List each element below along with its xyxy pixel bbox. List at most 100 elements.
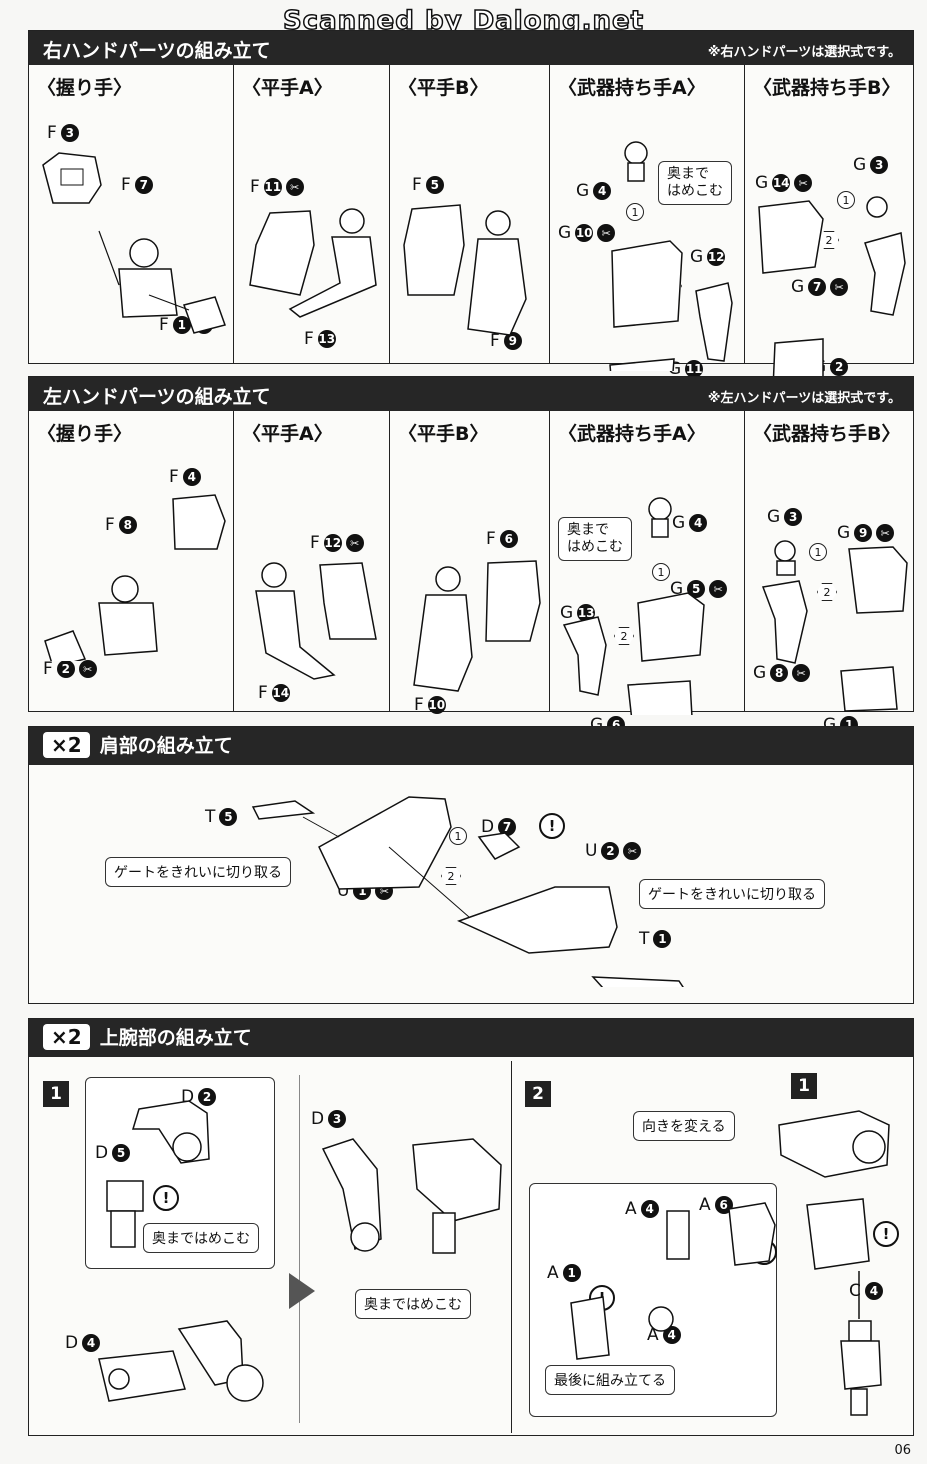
section-title-wrap: ×2 上腕部の組み立て: [43, 1023, 252, 1050]
step-number: 1: [43, 1081, 69, 1107]
panel-title: 〈平手A〉: [242, 77, 333, 99]
quantity-badge: ×2: [43, 1024, 90, 1050]
order-marker: 1: [449, 827, 467, 845]
section-note: ※右ハンドパーツは選択式です。: [707, 45, 901, 60]
callout-assemble-last: 最後に組み立てる: [545, 1365, 675, 1395]
panel-title: 〈握り手〉: [37, 77, 133, 99]
order-marker: 1: [652, 563, 670, 581]
arrow-right-icon: [289, 1273, 315, 1309]
callout-cut-gate-left: ゲートをきれいに切り取る: [105, 857, 291, 887]
nipper-icon: ✂: [709, 580, 728, 598]
hand-part-drawing: [42, 152, 226, 334]
hand-part-drawing: [403, 204, 527, 336]
callout-press-fully: 奥まではめこむ: [355, 1289, 471, 1319]
section-title: 肩部の組み立て: [99, 735, 233, 757]
callout-cut-gate-right: ゲートをきれいに切り取る: [639, 879, 825, 909]
nipper-icon: ✂: [794, 174, 813, 192]
callout-press-fully: 奥まで はめこむ: [558, 517, 632, 561]
hand-part-drawing: [249, 208, 377, 318]
hand-part-drawing: [761, 540, 908, 712]
exclamation-icon: !: [873, 1221, 899, 1247]
callout-press-fully: 奥まではめこむ: [143, 1223, 259, 1253]
step-divider: [299, 1075, 300, 1423]
section-header: 左ハンドパーツの組み立て ※左ハンドパーツは選択式です。: [29, 377, 913, 411]
quantity-badge: ×2: [43, 732, 90, 758]
panel-title: 〈武器持ち手A〉: [558, 77, 706, 99]
hand-part-drawing: [255, 562, 377, 680]
section-title: 左ハンドパーツの組み立て: [43, 386, 271, 408]
section-note: ※左ハンドパーツは選択式です。: [707, 391, 901, 406]
nipper-icon: ✂: [345, 534, 364, 552]
panel-title: 〈平手A〉: [242, 423, 333, 445]
exclamation-icon: !: [153, 1185, 179, 1211]
nipper-icon: ✂: [876, 524, 895, 542]
section-title-wrap: ×2 肩部の組み立て: [43, 731, 233, 758]
hand-part-drawing: [413, 560, 541, 692]
nipper-icon: ✂: [78, 660, 97, 678]
page-number: 06: [894, 1443, 911, 1458]
arm-part-drawing: [98, 1100, 264, 1402]
hand-part-drawing: [758, 196, 906, 383]
nipper-icon: ✂: [830, 278, 849, 296]
panel-title: 〈武器持ち手B〉: [753, 423, 901, 445]
panel-title: 〈武器持ち手A〉: [558, 423, 706, 445]
order-marker: 2: [817, 583, 837, 601]
nipper-icon: ✂: [285, 178, 304, 196]
order-marker: 2: [441, 867, 461, 885]
callout-change-direction: 向きを変える: [633, 1111, 735, 1141]
section-title: 上腕部の組み立て: [99, 1027, 252, 1049]
step-reference-1: 1: [791, 1073, 817, 1099]
nipper-icon: ✂: [623, 842, 642, 860]
nipper-icon: ✂: [597, 224, 616, 242]
panel-grip-hand: 〈握り手〉 F3 F7 F1✂: [29, 65, 234, 363]
section-title: 右ハンドパーツの組み立て: [43, 40, 271, 62]
arm-part-drawing: [570, 1110, 890, 1416]
panel-weapon-hand-b: 〈武器持ち手B〉 G14✂ G3 G7✂ G2 1 2: [745, 65, 915, 383]
shoulder-part-drawing: [251, 796, 684, 987]
section-header: ×2 肩部の組み立て: [29, 727, 913, 765]
order-marker: 1: [837, 191, 855, 209]
panel-title: 〈武器持ち手B〉: [753, 77, 901, 99]
hand-part-drawing: [562, 497, 705, 715]
step-number: 2: [525, 1081, 551, 1107]
arm-part-drawing: [321, 1138, 502, 1254]
section-header: ×2 上腕部の組み立て: [29, 1019, 913, 1057]
exclamation-icon: !: [539, 813, 565, 839]
step2-panel: [511, 1061, 912, 1433]
order-marker: 1: [809, 543, 827, 561]
